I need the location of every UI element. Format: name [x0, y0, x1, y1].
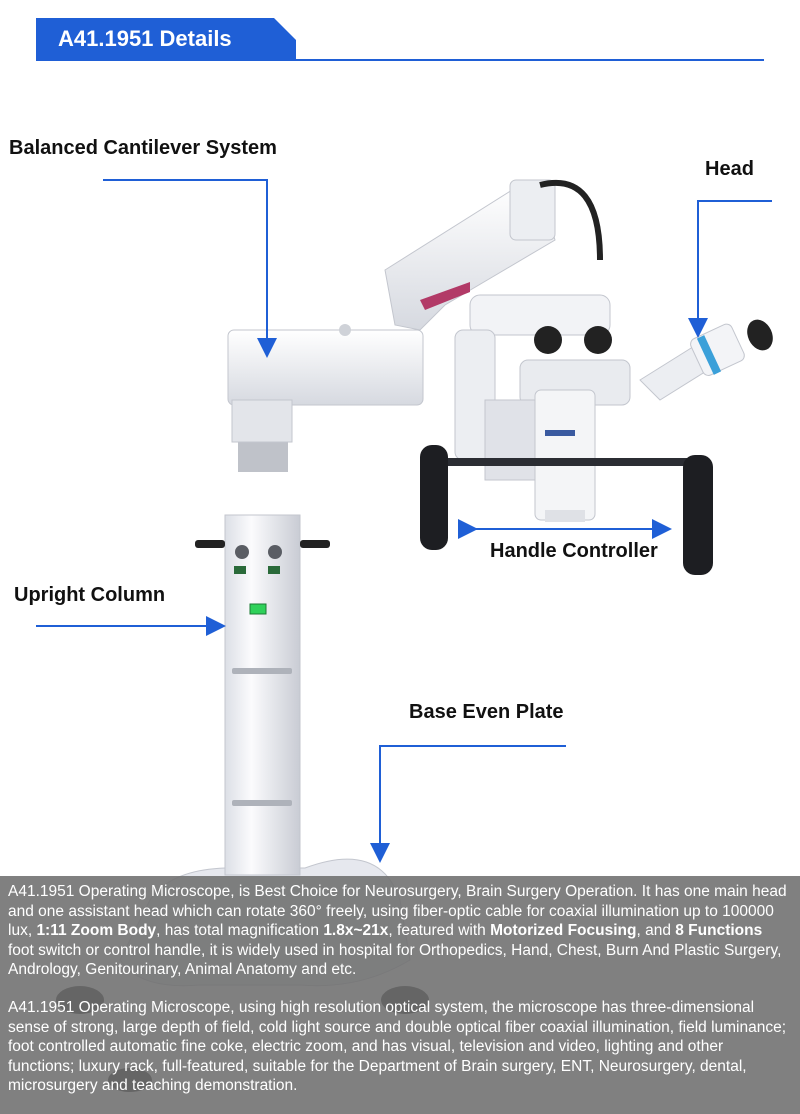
upright-column	[195, 442, 330, 876]
description-panel: A41.1951 Operating Microscope, is Best C…	[0, 876, 800, 1114]
handle-controllers	[420, 445, 713, 575]
description-paragraph-1: A41.1951 Operating Microscope, is Best C…	[8, 882, 790, 980]
callout-column-label: Upright Column	[14, 584, 166, 606]
cantilever-block	[227, 324, 424, 443]
header-divider	[36, 59, 764, 61]
callout-base-label: Base Even Plate	[409, 701, 564, 723]
description-paragraph-2: A41.1951 Operating Microscope, using hig…	[8, 998, 787, 1095]
p1-text-i: foot switch or control handle, it is wid…	[8, 941, 782, 979]
p1-text-c: , has total magnification	[156, 922, 324, 940]
p1-text-e: , featured with	[388, 922, 491, 940]
balanced-arm	[384, 179, 603, 331]
callout-head-label: Head	[705, 158, 754, 180]
microscope-head	[454, 294, 773, 522]
callout-handle-label: Handle Controller	[490, 540, 658, 562]
p1-text-a: A41.1951 Operating Microscope, is Best C…	[8, 883, 787, 940]
p1-magnification: 1.8x~21x	[323, 922, 389, 940]
p1-motorized-focusing: Motorized Focusing	[490, 922, 637, 940]
section-header: A41.1951 Details	[36, 18, 296, 60]
section-title: A41.1951 Details	[58, 26, 232, 51]
callout-lines	[36, 179, 772, 863]
header-tab-shape	[36, 18, 296, 60]
p1-zoom-body: 1:11 Zoom Body	[36, 922, 157, 940]
callout-cantilever-label: Balanced Cantilever System	[9, 137, 277, 159]
p1-functions: 8 Functions	[675, 922, 763, 940]
p1-text-g: , and	[636, 922, 676, 940]
